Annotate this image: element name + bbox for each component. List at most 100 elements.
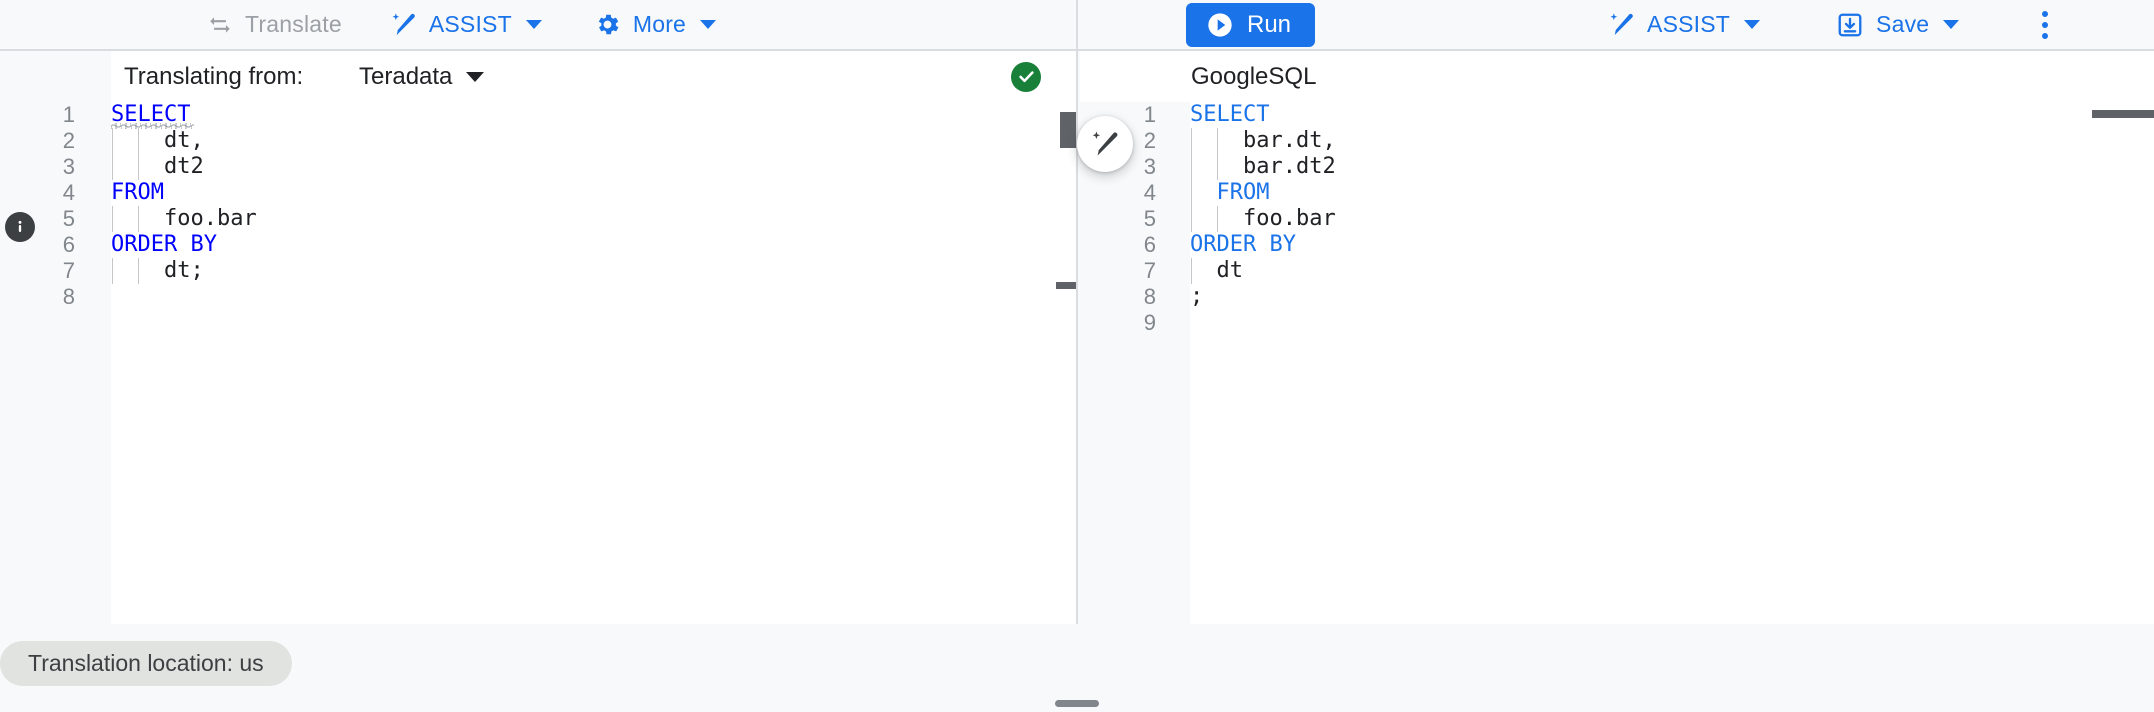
code-line[interactable]: 1 SELECT	[63, 102, 1076, 129]
code-line[interactable]: 7 dt;	[63, 258, 1076, 284]
target-dialect-header: GoogleSQL	[1080, 51, 2154, 102]
assist-button-right[interactable]: ASSIST	[1596, 5, 1772, 45]
save-button[interactable]: Save	[1824, 5, 1971, 45]
dialect-header-row: Translating from: Teradata GoogleSQL	[0, 51, 2154, 153]
more-vert-icon[interactable]	[2023, 3, 2067, 47]
check-circle-icon	[1011, 61, 1041, 92]
code-line[interactable]: 5 foo.bar	[1144, 206, 2154, 232]
line-number: 3	[1143, 154, 1156, 179]
code-text: dt;	[111, 258, 204, 283]
indent-guide	[138, 258, 140, 284]
code-text: FROM	[111, 180, 164, 205]
indent-guide	[1217, 128, 1219, 154]
code-text: SELECT	[111, 102, 191, 127]
source-dialect-select[interactable]: Teradata	[359, 62, 485, 91]
line-number: 2	[1143, 128, 1156, 153]
line-number: 5	[1143, 206, 1156, 231]
panel-resize-handle[interactable]	[1055, 700, 1099, 707]
line-number: 5	[62, 206, 75, 231]
indent-guide	[1191, 154, 1192, 180]
chevron-down-icon	[525, 20, 542, 29]
line-number: 7	[62, 258, 75, 283]
code-line[interactable]: 2 bar.dt,	[1144, 128, 2154, 154]
target-dialect-value: GoogleSQL	[1191, 62, 1317, 90]
line-number: 1	[62, 102, 75, 127]
indent-guide	[112, 206, 113, 232]
line-number: 2	[62, 128, 75, 153]
code-text: bar.dt,	[1190, 128, 1336, 153]
code-text: foo.bar	[111, 206, 257, 231]
indent-guide	[1191, 180, 1192, 206]
indent-guide	[138, 206, 140, 232]
top-toolbar: Translate ASSIST	[0, 0, 2154, 51]
source-pane-toolbar: Translate ASSIST	[0, 0, 1078, 49]
source-vertical-scrollbar[interactable]	[1056, 102, 1076, 624]
code-text: ;	[1190, 284, 1204, 309]
translate-swap-icon	[207, 12, 233, 38]
translation-location-chip: Translation location: us	[0, 641, 292, 686]
code-text: bar.dt2	[1190, 154, 1336, 179]
translate-label: Translate	[245, 11, 342, 37]
source-dialect-value: Teradata	[359, 62, 453, 90]
source-header-gutter	[0, 51, 111, 102]
indent-guide	[1191, 258, 1192, 284]
line-number: 8	[62, 284, 75, 309]
translation-location-label: Translation location: us	[28, 650, 264, 676]
target-scrollbar-marker	[2092, 110, 2154, 118]
translate-button[interactable]: Translate	[195, 5, 354, 45]
code-line[interactable]: 2 dt,	[63, 128, 1076, 154]
play-circle-icon	[1206, 11, 1234, 39]
chevron-down-icon	[700, 20, 717, 29]
code-text: SELECT	[1190, 102, 1270, 127]
indent-guide	[138, 128, 140, 154]
indent-guide	[1191, 128, 1192, 154]
code-line[interactable]: 3 dt2	[63, 154, 1076, 180]
code-line[interactable]: 3 bar.dt2	[1144, 154, 2154, 180]
line-number: 7	[1143, 258, 1156, 283]
code-line[interactable]: 9	[1144, 310, 2154, 336]
code-text: foo.bar	[1190, 206, 1336, 231]
code-line[interactable]: 8	[63, 284, 1076, 310]
code-line[interactable]: 4 FROM	[63, 180, 1076, 206]
code-line[interactable]: 5 foo.bar	[63, 206, 1076, 232]
indent-guide	[112, 154, 113, 180]
indent-guide	[1217, 206, 1219, 232]
indent-guide	[1217, 154, 1219, 180]
target-vertical-scrollbar[interactable]	[2092, 102, 2154, 624]
save-download-icon	[1836, 11, 1864, 39]
info-icon[interactable]	[5, 212, 35, 242]
assist-label-left: ASSIST	[428, 11, 512, 37]
line-number: 4	[62, 180, 75, 205]
code-line[interactable]: 8;	[1144, 284, 2154, 310]
source-line-gutter	[0, 102, 111, 624]
code-line[interactable]: 4 FROM	[1144, 180, 2154, 206]
chevron-down-icon	[466, 71, 485, 82]
more-button[interactable]: More	[582, 5, 728, 45]
indent-guide	[138, 154, 140, 180]
save-label: Save	[1876, 11, 1930, 37]
line-number: 9	[1143, 310, 1156, 335]
magic-wand-icon	[390, 11, 417, 38]
code-text: FROM	[1190, 180, 1270, 205]
source-scrollbar-thumb[interactable]	[1060, 112, 1076, 148]
error-squiggle	[111, 123, 194, 129]
chevron-down-icon	[1943, 20, 1960, 29]
code-text: dt,	[111, 128, 204, 153]
assist-button-left[interactable]: ASSIST	[378, 5, 554, 45]
indent-guide	[112, 258, 113, 284]
chevron-down-icon	[1744, 20, 1761, 29]
target-pane-toolbar: Run ASSIST	[1080, 0, 2154, 49]
indent-guide	[112, 128, 113, 154]
code-line[interactable]: 7 dt	[1144, 258, 2154, 284]
magic-wand-icon	[1608, 11, 1635, 38]
run-button[interactable]: Run	[1186, 2, 1316, 47]
inline-assist-fab[interactable]	[1077, 116, 1133, 172]
